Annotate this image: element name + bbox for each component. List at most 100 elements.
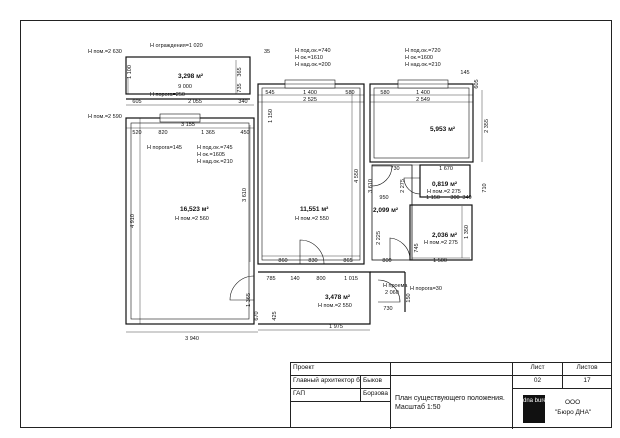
- note-6b: Н ок.=1600: [405, 55, 433, 61]
- door-swing-2: [229, 275, 255, 301]
- dim-820: 820: [158, 130, 167, 136]
- stamp-empty-1: [391, 363, 513, 376]
- dim-340: 340: [238, 99, 247, 105]
- dim-140: 140: [290, 276, 299, 282]
- stamp-title-line1: План существующего положения.: [395, 395, 505, 402]
- stamp-sheets-total: 17: [563, 376, 611, 389]
- dim-4550: 4 550: [354, 169, 360, 183]
- door-swing-3: [389, 237, 411, 260]
- room-height-bedroom: Н пом.=2 550: [295, 216, 329, 222]
- dimension-labels-vertical: 4 910 3 610 4 550 1 150 2 355 605 710 1 …: [127, 65, 490, 320]
- dim-1150: 1 150: [268, 109, 274, 123]
- dim-785: 785: [266, 276, 275, 282]
- stamp-org-line2: "Бюро ДНА": [555, 409, 592, 416]
- note-4: Н порога=250: [150, 92, 185, 98]
- note-5a: Н под.ок.=740: [295, 48, 331, 54]
- dim-710: 710: [482, 183, 488, 192]
- note-11: Н порога=30: [410, 286, 442, 292]
- dim-745: 745: [414, 243, 420, 252]
- dim-340b: 340: [462, 195, 471, 201]
- room-height-wc: Н пом.=2 275: [427, 189, 461, 195]
- dim-425: 425: [272, 311, 278, 320]
- stamp-sheet-no: 02: [513, 376, 563, 389]
- dim-865: 865: [343, 258, 352, 264]
- stamp-gap-label: ГАП: [291, 389, 361, 402]
- room-height-living: Н пом.=2 560: [175, 216, 209, 222]
- dim-2355: 2 355: [484, 119, 490, 133]
- dim-1015: 1 015: [344, 276, 358, 282]
- dim-1500: 1 500: [433, 258, 447, 264]
- room-wc-outline: [419, 164, 471, 198]
- note-7: Н порога=145: [147, 145, 182, 151]
- stamp-sheet-label: Лист: [513, 363, 563, 376]
- room-bath-outline: [409, 204, 473, 261]
- room-height-bath: Н пом.=2 275: [424, 240, 458, 246]
- dim-150: 150: [406, 293, 412, 302]
- stamp-empty-2: [291, 402, 391, 429]
- room-area-hall: 3,478 м²: [325, 294, 351, 301]
- dim-730a: 730: [390, 166, 399, 172]
- dim-605b: 605: [474, 79, 480, 88]
- dim-1670: 1 670: [439, 166, 453, 172]
- stamp-title: План существующего положения. Масштаб 1:…: [391, 376, 513, 429]
- room-area-bedroom: 11,551 м²: [300, 206, 329, 213]
- dim-800b: 800: [316, 276, 325, 282]
- door-swing-6: [403, 177, 421, 195]
- dim-1975: 1 975: [329, 324, 343, 330]
- room-area-living: 16,523 м²: [180, 206, 209, 213]
- stamp-gap-name: Борзова: [361, 389, 391, 402]
- dim-605: 605: [132, 99, 141, 105]
- dim-2225: 2 225: [376, 231, 382, 245]
- note-2: Н ограждения=1 020: [150, 43, 203, 49]
- dim-2055: 2 055: [188, 99, 202, 105]
- dim-545: 545: [265, 90, 274, 96]
- dim-580a: 580: [345, 90, 354, 96]
- stamp-org-block: dna bureau ООО "Бюро ДНА": [513, 389, 611, 429]
- door-swing-1: [299, 239, 325, 265]
- note-8a: Н под.ок.=745: [197, 145, 233, 151]
- room-area-balcony: 3,298 м²: [178, 73, 204, 80]
- stamp-title-line2: Масштаб 1:50: [395, 404, 441, 411]
- room-heights: Н пом.=2 560 Н пом.=2 550 Н пом.=2 275 Н…: [175, 189, 461, 309]
- balcony-outline: [125, 56, 251, 95]
- door-swing-4: [371, 165, 393, 187]
- dimension-lines: [126, 60, 483, 333]
- doors: [229, 165, 421, 303]
- room-area-wc: 0,819 м²: [432, 181, 458, 188]
- dim-730b: 730: [383, 306, 392, 312]
- dna-bureau-logo: dna bureau: [523, 395, 553, 423]
- stamp-sheets-label: Листов: [563, 363, 611, 376]
- dim-800a: 800: [382, 258, 391, 264]
- dim-1350: 1 350: [464, 225, 470, 239]
- room-area-corridor: 2,099 м²: [373, 207, 399, 214]
- room-height-hall: Н пом.=2 550: [318, 303, 352, 309]
- note-8b: Н ок.=1605: [197, 152, 225, 158]
- note-5c: Н над.ок.=200: [295, 62, 331, 68]
- dim-2549: 2 549: [416, 97, 430, 103]
- dim-365: 365: [237, 67, 243, 76]
- room-areas: 3,298 м² 16,523 м² 11,551 м² 5,953 м² 0,…: [178, 73, 458, 301]
- dim-4910: 4 910: [130, 214, 136, 228]
- dim-830: 830: [308, 258, 317, 264]
- dim-735: 735: [237, 83, 243, 92]
- dim-3155: 3 155: [181, 122, 195, 128]
- room-area-bath: 2,036 м²: [432, 232, 458, 239]
- dim-1100: 1 100: [127, 65, 133, 79]
- dim-145: 145: [460, 70, 469, 76]
- notes: Н пом.=2 630 Н ограждения=1 020 Н пом.=2…: [88, 43, 442, 296]
- dim-35: 35: [264, 49, 270, 55]
- dim-1400b: 1 400: [416, 90, 430, 96]
- stamp-org-line1: ООО: [565, 399, 581, 406]
- stamp-chief-name: Быков: [361, 376, 391, 389]
- dim-3940: 3 940: [185, 336, 199, 342]
- note-9: Н проема: [383, 283, 408, 289]
- dim-860: 860: [278, 258, 287, 264]
- dim-1400a: 1 400: [303, 90, 317, 96]
- note-8c: Н над.ок.=210: [197, 159, 233, 165]
- note-6a: Н под.ок.=720: [405, 48, 441, 54]
- dim-3610: 3 610: [242, 188, 248, 202]
- windows: [159, 79, 449, 123]
- dim-520: 520: [132, 130, 141, 136]
